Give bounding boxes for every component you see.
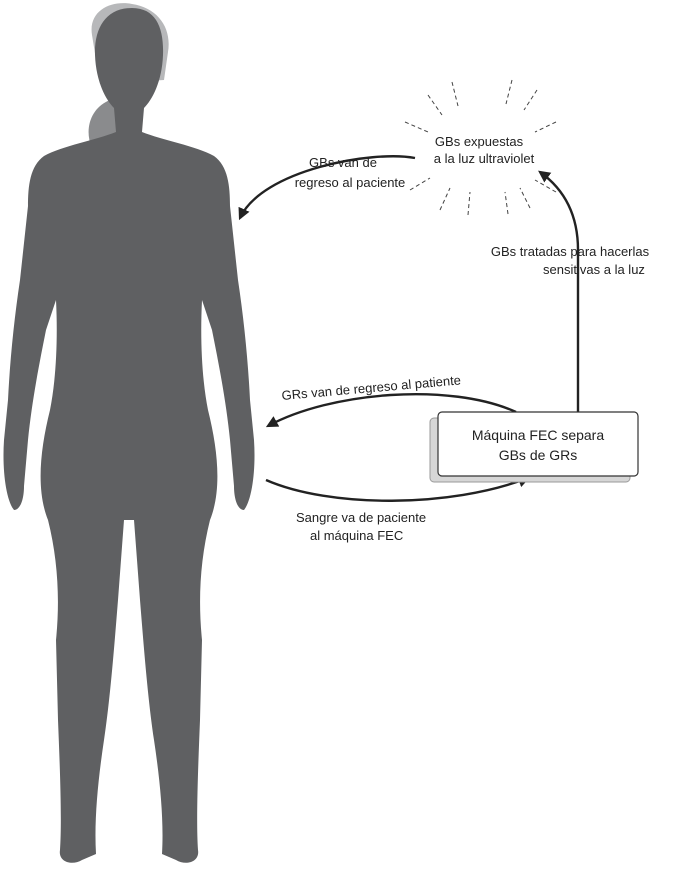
patient-figure	[3, 3, 254, 863]
ecp-machine-box: Máquina FEC separa GBs de GRs	[430, 412, 638, 482]
machine-label-line-1: Máquina FEC separa	[472, 427, 605, 443]
blood-to-machine-line-2: al máquina FEC	[310, 528, 403, 543]
machine-label-line-2: GBs de GRs	[499, 447, 578, 463]
rbc-return-label: GRs van de regreso al patiente	[281, 372, 462, 403]
return-label-line-1: GBs van de	[309, 155, 377, 170]
treatment-label-line-1: GBs tratadas para hacerlas	[491, 244, 650, 259]
return-label-line-2: regreso al paciente	[295, 175, 406, 190]
uv-label-line-2: a la luz ultraviolet	[434, 151, 535, 166]
treatment-label-line-2: sensitivas a la luz	[543, 262, 645, 277]
body-silhouette	[3, 8, 254, 863]
uv-label-line-1: GBs expuestas	[435, 134, 524, 149]
arrow-machine-to-uv	[540, 172, 578, 418]
blood-to-machine-line-1: Sangre va de paciente	[296, 510, 426, 525]
